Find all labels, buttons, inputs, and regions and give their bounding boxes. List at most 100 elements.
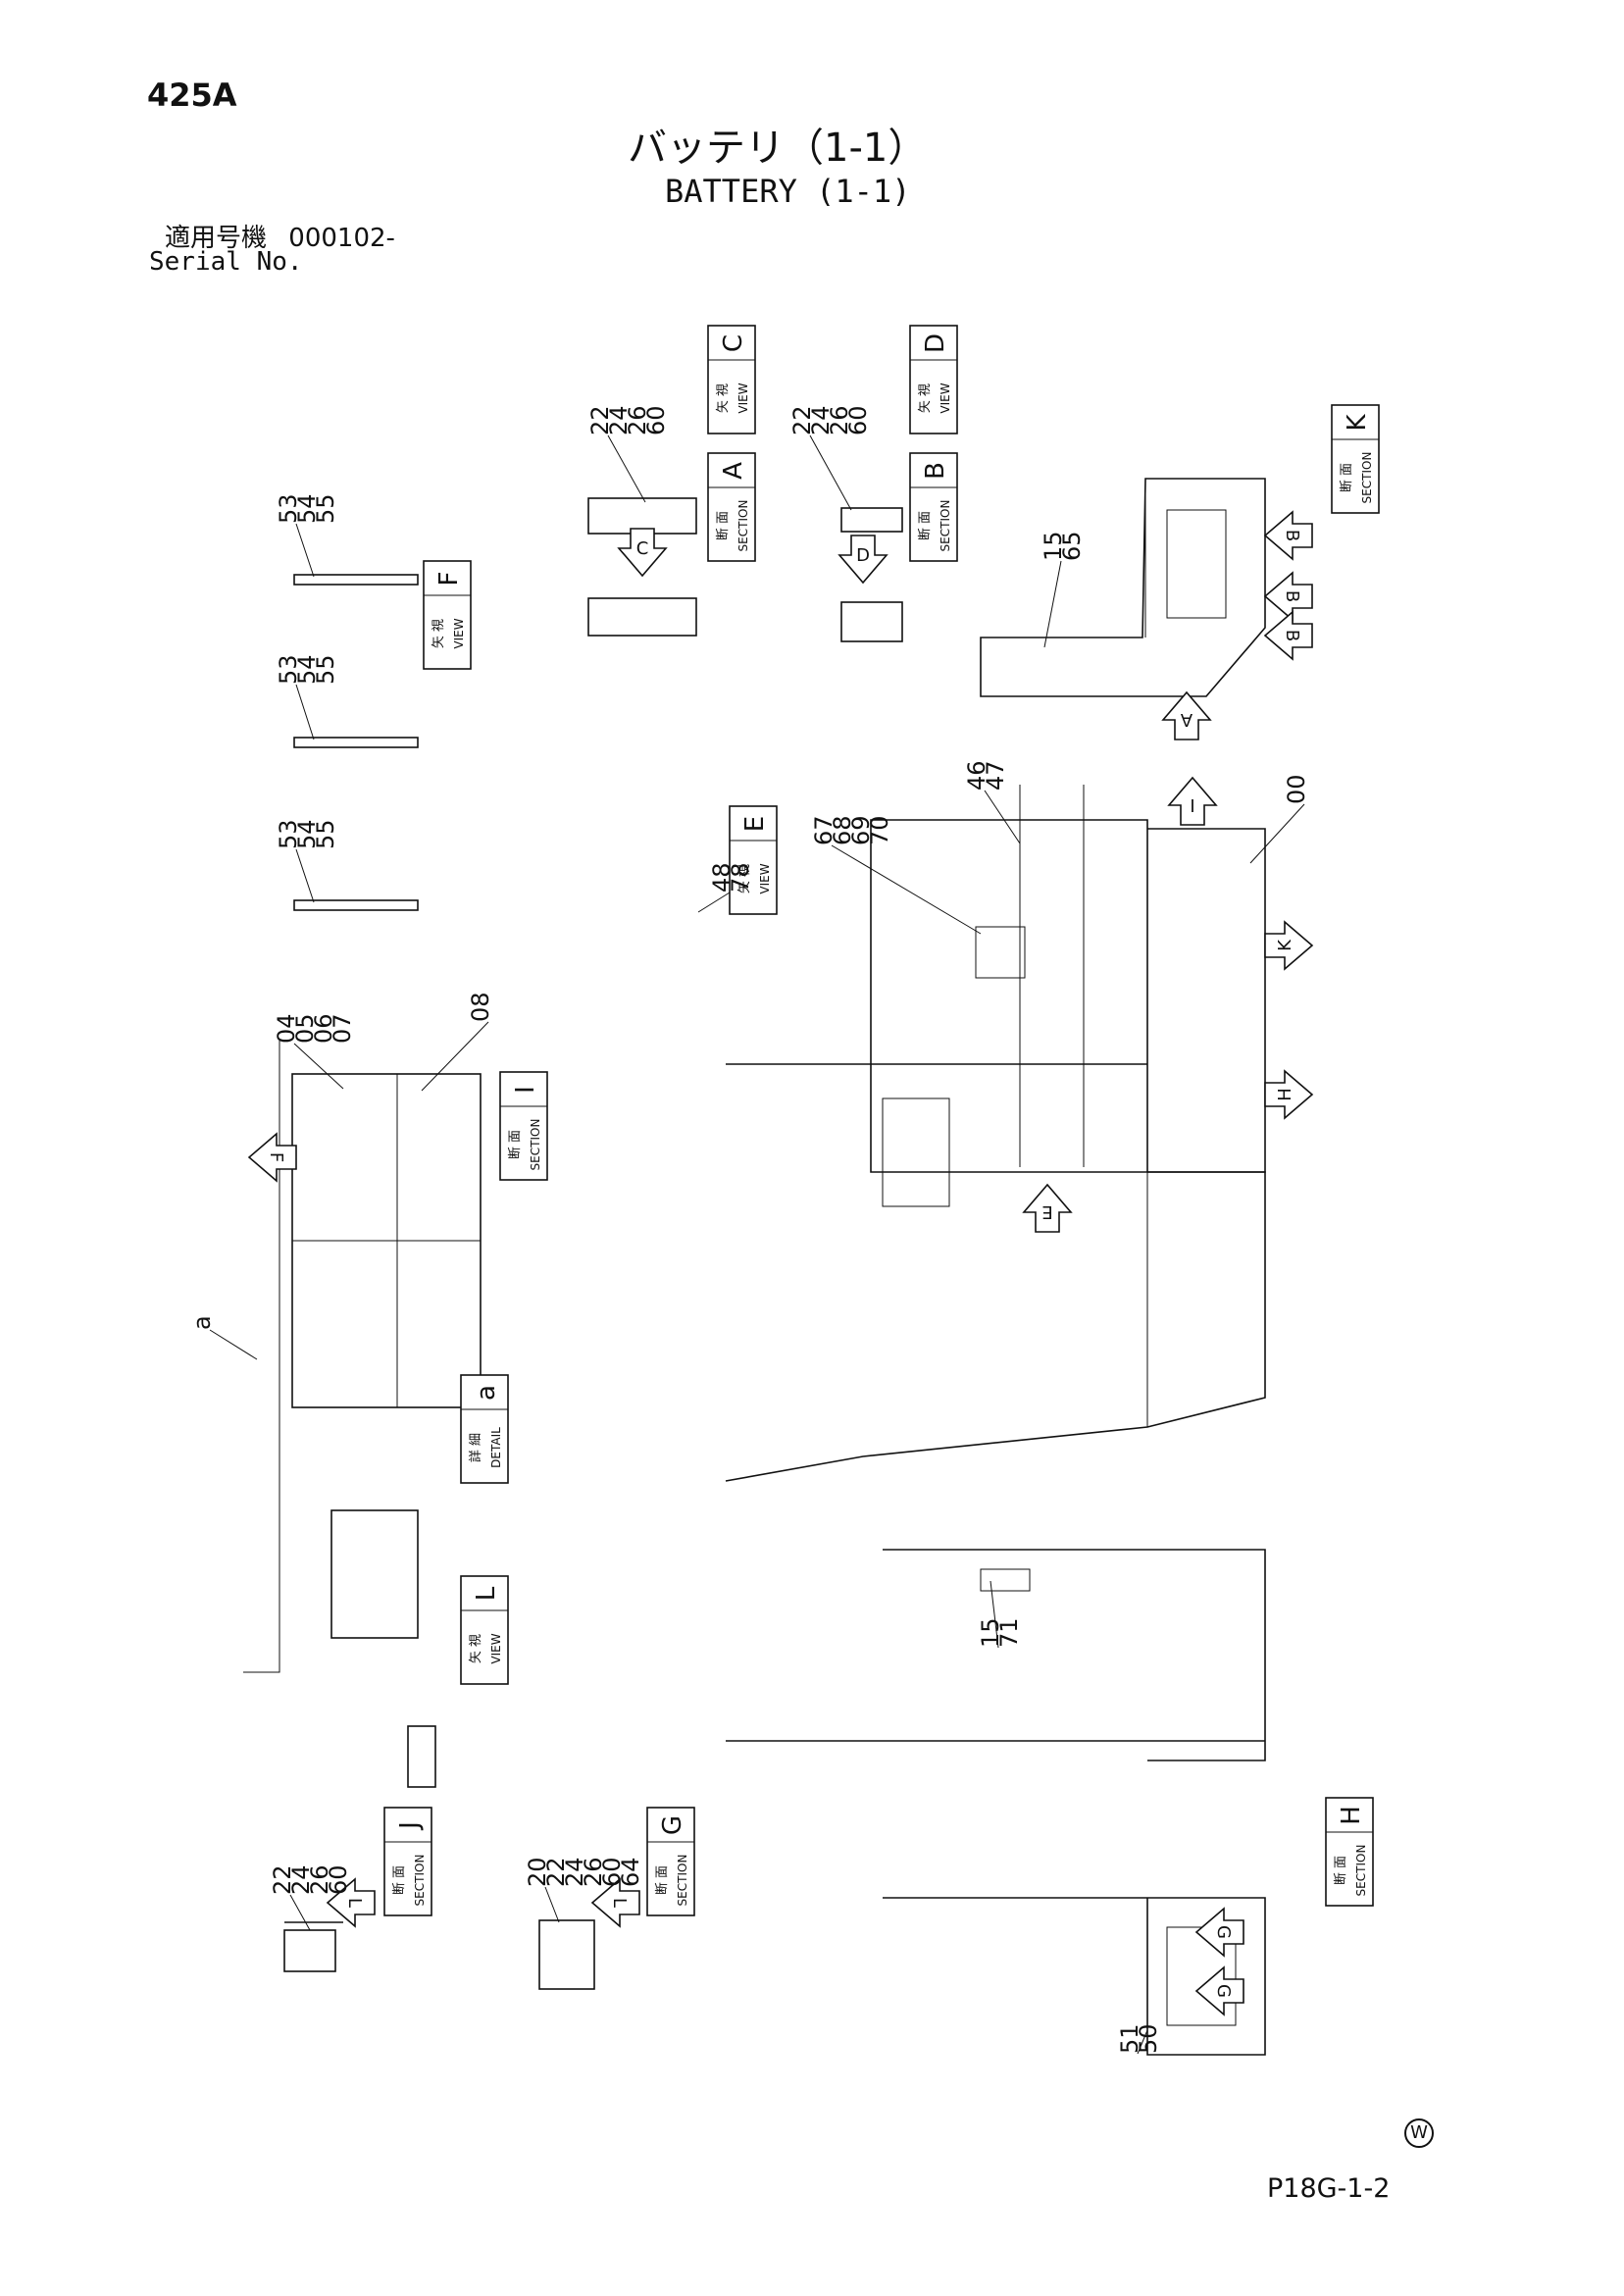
- callout-stack: 00: [1283, 774, 1310, 804]
- view-tag-letter: D: [921, 333, 950, 353]
- drawing-code: 425A: [147, 77, 237, 114]
- view-tag-letter: F: [434, 572, 464, 587]
- terminal-strip-3: [293, 899, 419, 911]
- view-tag-en: VIEW: [939, 383, 952, 413]
- view-tag-jp: 断 面: [918, 511, 933, 540]
- callout-number: 60: [844, 405, 872, 435]
- section-g-part: [538, 1919, 595, 1990]
- part-section-b: [840, 601, 903, 642]
- leader-line: [809, 434, 852, 511]
- title-english: BATTERY (1-1): [665, 173, 911, 210]
- view-arrow-letter: E: [1041, 1201, 1052, 1222]
- view-tag-jp: 矢 視: [737, 864, 752, 893]
- callout-number: 26: [624, 405, 651, 435]
- view-arrow-f: F: [247, 1132, 297, 1183]
- callout-number: 48: [708, 862, 736, 893]
- view-arrow-letter: A: [1180, 709, 1193, 730]
- callout-number: 00: [1283, 774, 1310, 804]
- view-arrow-a: A: [1161, 690, 1212, 740]
- leader-line: [1137, 2029, 1148, 2055]
- leader-line: [295, 523, 315, 578]
- view-tag-en: SECTION: [529, 1119, 542, 1171]
- leader-line: [831, 844, 982, 935]
- callout-number: 53: [275, 493, 302, 524]
- view-tag-jp: 矢 視: [716, 383, 731, 413]
- leader-line: [607, 434, 646, 503]
- view-tag-jp: 断 面: [655, 1865, 670, 1895]
- serial-value: 000102-: [288, 224, 395, 253]
- lower-view-bracket: [980, 1568, 1031, 1592]
- view-arrow-c: C: [617, 528, 668, 578]
- view-tag-letter: C: [719, 334, 748, 352]
- view-tag-letter: a: [472, 1385, 501, 1401]
- view-arrow-l: L: [326, 1877, 376, 1928]
- callout-number: 55: [312, 493, 339, 524]
- callout-number: 15: [977, 1617, 1004, 1648]
- callout-number: a: [188, 1315, 216, 1330]
- view-arrow-letter: B: [1282, 590, 1302, 602]
- callout-number: 50: [1135, 2023, 1162, 2054]
- section-i-frame: [243, 1040, 280, 1673]
- lower-view-frame: [883, 1549, 1266, 1761]
- view-tag-en: DETAIL: [489, 1427, 503, 1468]
- callout-number: 22: [269, 1864, 296, 1895]
- callout-stack: 08: [467, 992, 494, 1022]
- view-tag-letter: L: [472, 1586, 501, 1601]
- view-tag-jp: 矢 視: [431, 619, 446, 648]
- callout-number: 22: [586, 405, 614, 435]
- callout-number: 24: [605, 405, 633, 435]
- callout-stack: a: [188, 1315, 216, 1330]
- part-section-a: [587, 597, 697, 637]
- plan-battery-box: [870, 819, 1148, 1173]
- view-arrow-letter: H: [1275, 1088, 1295, 1101]
- view-tag-en: VIEW: [758, 863, 772, 893]
- callout-number: 24: [561, 1857, 588, 1887]
- view-arrow-letter: L: [609, 1898, 630, 1908]
- callout-number: 53: [275, 654, 302, 685]
- callout-number: 68: [829, 815, 856, 845]
- title-japanese: バッテリ（1-1）: [628, 126, 928, 171]
- view-tag-jp: 断 面: [508, 1130, 523, 1159]
- view-l-part: [407, 1725, 436, 1788]
- view-tag-letter: J: [395, 1821, 425, 1831]
- view-arrow-g: G: [1194, 1965, 1244, 2016]
- callout-number: 60: [642, 405, 670, 435]
- view-tag-jp: 断 面: [1334, 1856, 1348, 1885]
- section-h-frame: [883, 1897, 1266, 2056]
- callout-number: 60: [325, 1864, 352, 1895]
- callout-number: 22: [788, 405, 816, 435]
- callout-number: 04: [273, 1013, 300, 1044]
- view-arrow-k: K: [1264, 920, 1314, 971]
- serial-label-en: Serial No.: [149, 247, 303, 277]
- view-tag-jp: 断 面: [716, 511, 731, 540]
- callout-number: 65: [1058, 531, 1086, 561]
- callout-number: 54: [293, 493, 321, 524]
- callout-number: 54: [293, 819, 321, 849]
- leader-line: [697, 892, 731, 913]
- view-tag-en: SECTION: [1354, 1845, 1368, 1897]
- callout-number: 08: [467, 992, 494, 1022]
- view-arrow-letter: I: [1190, 794, 1194, 815]
- callout-number: 20: [524, 1857, 551, 1887]
- leader-line: [984, 790, 1021, 844]
- line-art: [243, 478, 1266, 2056]
- leader-line: [293, 1043, 344, 1090]
- terminal-strip-1: [293, 574, 419, 586]
- view-tag-letter: E: [740, 816, 770, 832]
